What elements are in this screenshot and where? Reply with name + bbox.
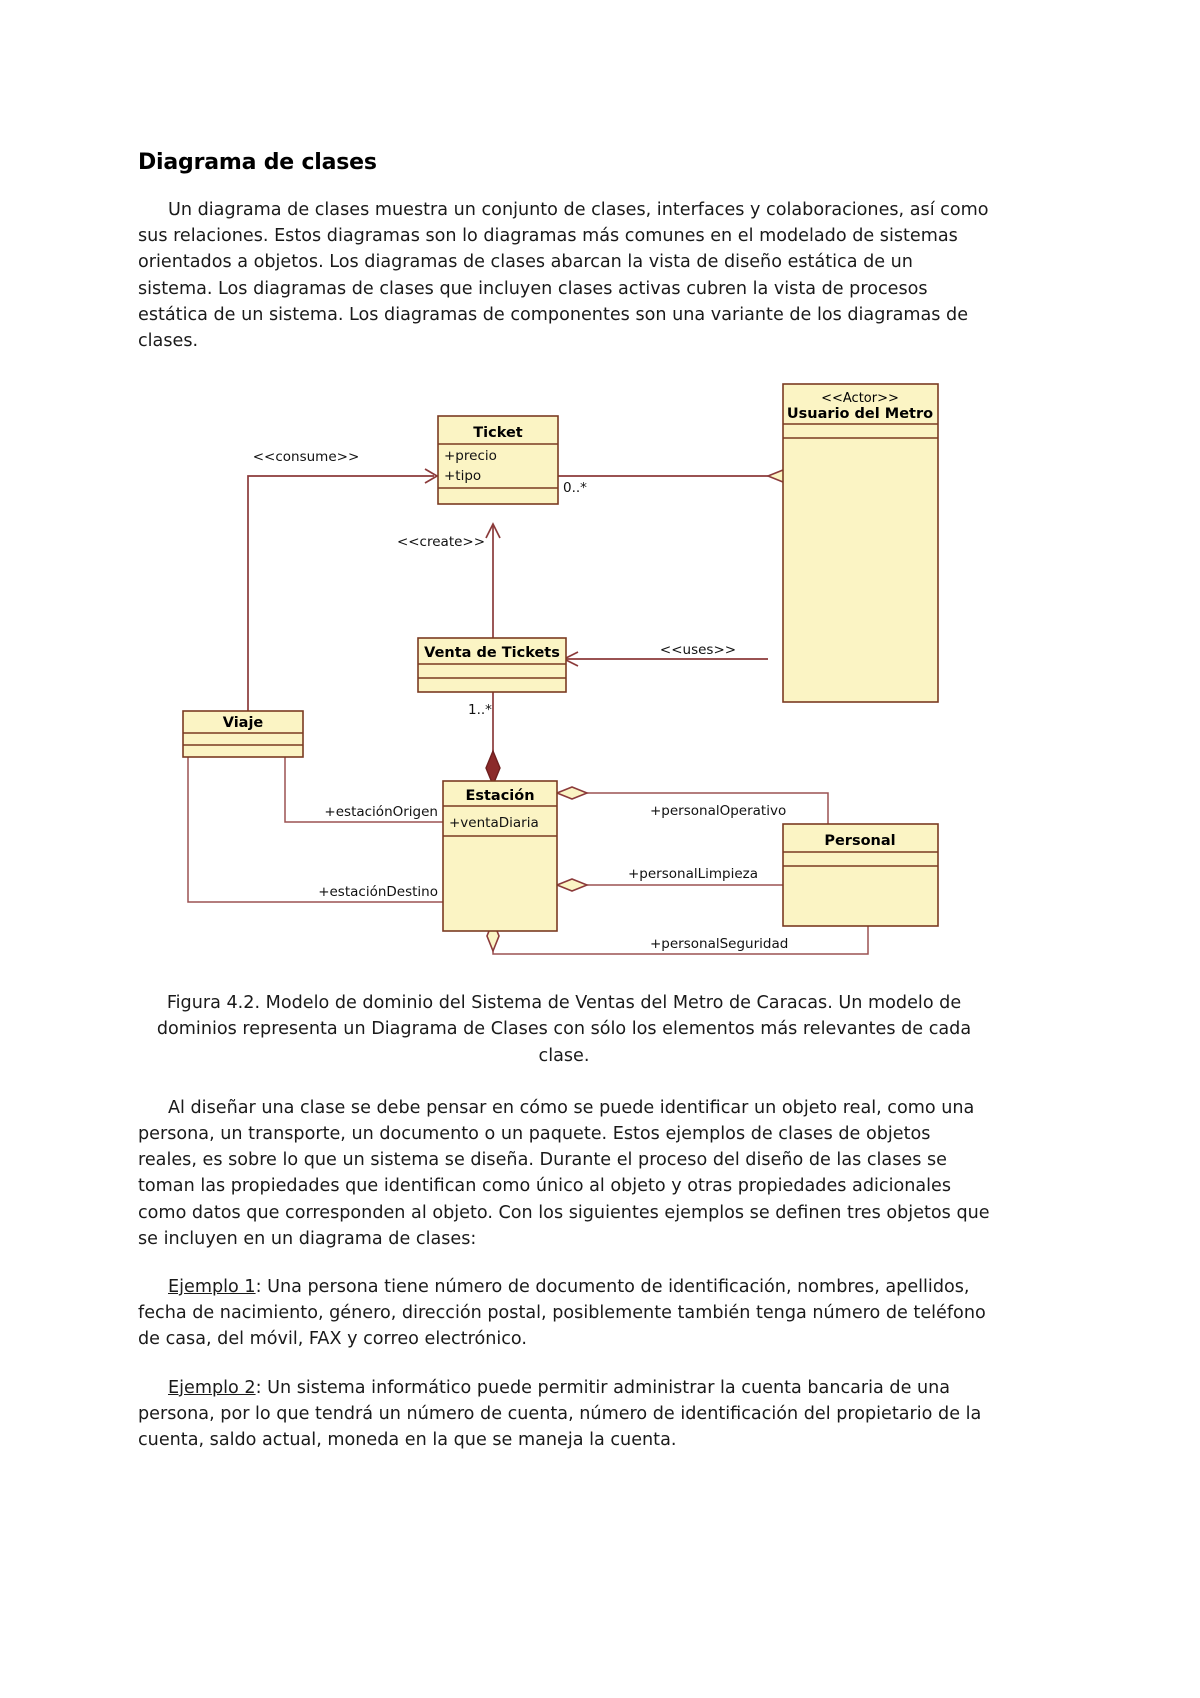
relation-label-estacion-destino: +estaciónDestino	[318, 884, 438, 900]
relation-label-consume: <<consume>>	[253, 449, 360, 465]
relation-estacion-destino-line	[187, 756, 443, 903]
example-1-text: : Una persona tiene número de documento …	[138, 1277, 986, 1350]
relation-label-estacion-origen: +estaciónOrigen	[324, 804, 438, 820]
class-title-estacion: Estación	[465, 788, 534, 804]
example-1-label: Ejemplo 1	[168, 1277, 256, 1298]
class-title-venta: Venta de Tickets	[424, 645, 560, 661]
class-attr-estacion-0: +ventaDiaria	[449, 815, 539, 831]
example-2-label: Ejemplo 2	[168, 1377, 256, 1398]
class-title-personal: Personal	[824, 833, 895, 849]
relation-venta-estacion-diamond	[485, 749, 501, 788]
relation-personal-operativo-diamond	[554, 786, 590, 801]
relation-label-mult-venta-estacion: 1..*	[468, 702, 492, 718]
paragraph-design: Al diseñar una clase se debe pensar en c…	[138, 1097, 990, 1249]
uml-class-diagram: Ticket +precio +tipo <<Actor>> Usuario d…	[138, 366, 990, 976]
relation-label-uses: <<uses>>	[660, 642, 736, 658]
class-box-viaje: Viaje	[182, 710, 304, 759]
paragraph-spacer-2	[138, 1365, 990, 1375]
class-attr-ticket-1: +tipo	[444, 468, 481, 484]
class-box-estacion: Estación +ventaDiaria	[442, 780, 558, 933]
class-box-personal: Personal	[782, 823, 939, 928]
relation-label-mult-ticket-actor: 0..*	[563, 480, 587, 496]
class-stereotype-actor: <<Actor>>	[821, 391, 899, 406]
relation-personal-limpieza-diamond	[554, 878, 590, 893]
relation-label-personal-limpieza: +personalLimpieza	[628, 866, 758, 882]
class-box-venta-de-tickets: Venta de Tickets	[417, 637, 567, 694]
intro-paragraph: Un diagrama de clases muestra un conjunt…	[138, 200, 989, 352]
document-content: Diagrama de clases Un diagrama de clases…	[138, 150, 990, 1465]
relation-label-personal-operativo: +personalOperativo	[650, 803, 786, 819]
class-box-usuario-del-metro: <<Actor>> Usuario del Metro	[782, 383, 939, 704]
class-title-ticket: Ticket	[473, 425, 523, 441]
class-attr-ticket-0: +precio	[444, 448, 497, 464]
relation-label-create: <<create>>	[397, 534, 485, 550]
relation-consume-arrow	[424, 468, 439, 484]
relation-estacion-origen-line	[284, 756, 443, 823]
example-2-text: : Un sistema informático puede permitir …	[138, 1377, 982, 1451]
example-2-paragraph: Ejemplo 2: Un sistema informático puede …	[138, 1375, 990, 1454]
example-1-paragraph: Ejemplo 1: Una persona tiene número de d…	[138, 1274, 990, 1353]
class-box-ticket: Ticket +precio +tipo	[437, 415, 559, 506]
relation-consume-line	[247, 475, 434, 712]
relation-label-personal-seguridad: +personalSeguridad	[650, 936, 788, 952]
relation-personal-operativo-line	[572, 792, 829, 837]
class-title-viaje: Viaje	[223, 715, 264, 731]
relation-create-arrow	[485, 522, 501, 539]
paragraph-spacer-1	[138, 1264, 990, 1274]
page-title: Diagrama de clases	[138, 150, 377, 175]
figure-caption: Figura 4.2. Modelo de dominio del Sistem…	[156, 993, 972, 1066]
class-title-actor: Usuario del Metro	[787, 406, 933, 422]
